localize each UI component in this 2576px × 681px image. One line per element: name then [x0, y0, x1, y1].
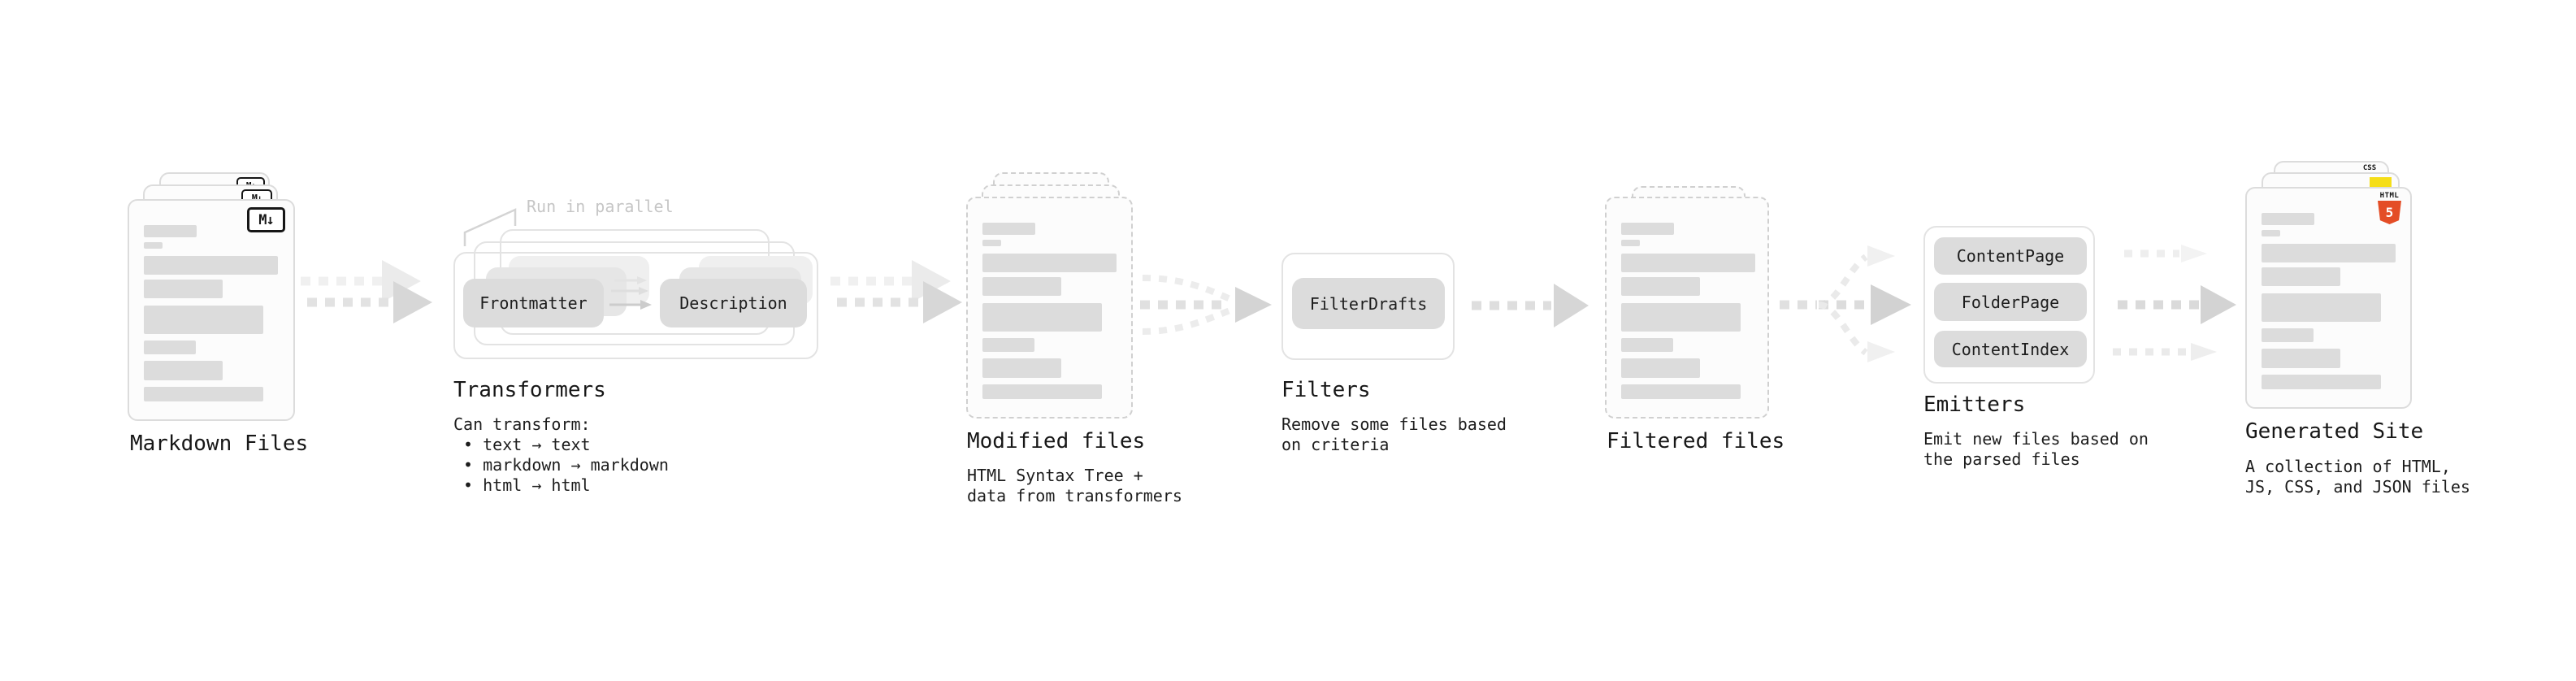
text-placeholder-bar	[144, 340, 196, 354]
description-line: Emit new files based on	[1923, 429, 2149, 449]
arrow-filters-to-filtered-icon	[1472, 284, 1589, 327]
text-placeholder-bar	[2262, 213, 2314, 225]
text-placeholder-bar	[982, 358, 1061, 378]
text-placeholder-bar	[144, 387, 263, 401]
emitters-frame	[1923, 226, 2095, 384]
arrow-transformers-to-modified-icon	[830, 260, 962, 323]
transformers-description: Can transform: • text → text • markdown …	[453, 414, 669, 496]
html5-icon-number: 5	[2385, 205, 2394, 220]
html5-icon-shield: 5	[2378, 201, 2401, 224]
text-placeholder-bar	[1621, 254, 1755, 272]
text-placeholder-bar	[144, 280, 223, 298]
arrow-emitters-to-site-icon	[2113, 245, 2236, 361]
run-in-parallel-annotation: Run in parallel	[527, 197, 674, 216]
stage-title-emitters: Emitters	[1923, 393, 2026, 417]
description-line: • html → html	[453, 475, 591, 495]
markdown-icon: M↓	[247, 207, 285, 232]
filtered-file-card-front	[1605, 197, 1769, 419]
text-placeholder-bar	[1621, 384, 1741, 399]
transform-step-arrows-icon	[609, 276, 652, 310]
description-line: data from transformers	[967, 486, 1182, 505]
text-placeholder-bar	[2262, 267, 2340, 286]
description-line: on criteria	[1281, 435, 1390, 454]
description-line: JS, CSS, and JSON files	[2245, 477, 2470, 497]
description-line: Remove some files based	[1281, 414, 1507, 434]
stage-title-modified-files: Modified files	[967, 429, 1146, 453]
modified-file-card-front	[966, 197, 1133, 419]
description-node: Description	[660, 279, 807, 327]
text-placeholder-bar	[1621, 223, 1674, 235]
markdown-file-card-front: M↓	[128, 199, 295, 421]
folder-page-node: FolderPage	[1934, 283, 2087, 321]
content-page-node: ContentPage	[1934, 237, 2087, 275]
filters-description: Remove some files based on criteria	[1281, 414, 1507, 455]
stage-title-markdown-files: Markdown Files	[130, 432, 309, 456]
text-placeholder-bar	[144, 256, 278, 275]
text-placeholder-bar	[144, 242, 163, 249]
html5-icon-word: HTML	[2379, 192, 2400, 200]
text-placeholder-bar	[144, 306, 263, 334]
text-placeholder-bar	[982, 240, 1001, 246]
text-placeholder-bar	[2262, 328, 2314, 342]
text-placeholder-bar	[1621, 358, 1700, 378]
description-line: the parsed files	[1923, 449, 2080, 469]
arrow-modified-to-filters-icon	[1140, 275, 1272, 335]
text-placeholder-bar	[982, 277, 1061, 296]
filters-frame	[1281, 253, 1455, 360]
text-placeholder-bar	[1621, 338, 1673, 352]
frontmatter-node: Frontmatter	[463, 279, 604, 327]
content-index-node: ContentIndex	[1934, 331, 2087, 367]
text-placeholder-bar	[1621, 303, 1741, 332]
css-icon-label: CSS	[2362, 164, 2377, 172]
text-placeholder-bar	[144, 361, 223, 380]
run-in-parallel-leader-line	[463, 208, 517, 246]
text-placeholder-bar	[2262, 293, 2381, 322]
text-placeholder-bar	[982, 254, 1117, 272]
arrow-filtered-to-emitters-icon	[1780, 245, 1911, 362]
generated-file-card-html: HTML 5	[2245, 187, 2412, 409]
description-line: • text → text	[453, 435, 591, 454]
stage-title-generated-site: Generated Site	[2245, 419, 2424, 444]
filter-drafts-node: FilterDrafts	[1292, 278, 1445, 329]
text-placeholder-bar	[2262, 375, 2381, 389]
html5-icon: HTML 5	[2376, 192, 2403, 224]
js-icon	[2370, 177, 2392, 188]
text-placeholder-bar	[1621, 277, 1700, 296]
description-line: HTML Syntax Tree +	[967, 466, 1143, 485]
arrow-markdown-to-transformers-icon	[301, 260, 432, 323]
text-placeholder-bar	[982, 303, 1102, 332]
emitters-description: Emit new files based on the parsed files	[1923, 429, 2149, 470]
text-placeholder-bar	[1621, 240, 1640, 246]
text-placeholder-bar	[144, 225, 197, 237]
text-placeholder-bar	[2262, 349, 2340, 368]
stage-title-filtered-files: Filtered files	[1607, 429, 1785, 453]
text-placeholder-bar	[982, 384, 1102, 399]
text-placeholder-bar	[2262, 244, 2396, 262]
generated-site-description: A collection of HTML, JS, CSS, and JSON …	[2245, 457, 2470, 497]
transformers-frame-front	[453, 252, 818, 359]
description-line: • markdown → markdown	[453, 455, 669, 475]
description-line: Can transform:	[453, 414, 591, 434]
modified-files-description: HTML Syntax Tree + data from transformer…	[967, 466, 1182, 506]
text-placeholder-bar	[2262, 230, 2280, 236]
text-placeholder-bar	[982, 338, 1034, 352]
description-line: A collection of HTML,	[2245, 457, 2451, 476]
stage-title-transformers: Transformers	[453, 378, 606, 402]
text-placeholder-bar	[982, 223, 1035, 235]
stage-title-filters: Filters	[1281, 378, 1371, 402]
